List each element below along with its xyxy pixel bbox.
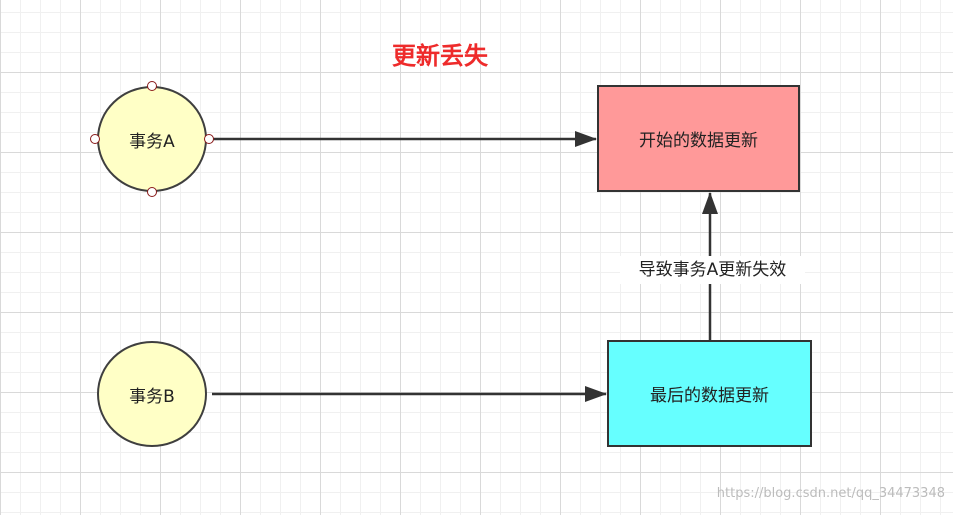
node-transaction-b-label: 事务B	[129, 386, 175, 407]
node-start-update-label: 开始的数据更新	[639, 131, 758, 151]
edge-label-invalidates: 导致事务A更新失效	[620, 256, 805, 284]
diagram-title: 更新丢失	[392, 42, 488, 70]
node-last-update[interactable]: 最后的数据更新	[607, 340, 812, 447]
connection-handle-bottom[interactable]	[147, 187, 157, 197]
node-transaction-a[interactable]: 事务A	[97, 86, 207, 192]
connection-handle-right[interactable]	[204, 134, 214, 144]
node-transaction-a-label: 事务A	[129, 131, 175, 152]
connection-handle-top[interactable]	[147, 81, 157, 91]
connection-handle-left[interactable]	[90, 134, 100, 144]
node-last-update-label: 最后的数据更新	[650, 386, 769, 406]
watermark: https://blog.csdn.net/qq_34473348	[716, 486, 945, 501]
node-transaction-b[interactable]: 事务B	[97, 341, 207, 447]
node-start-update[interactable]: 开始的数据更新	[597, 85, 800, 192]
